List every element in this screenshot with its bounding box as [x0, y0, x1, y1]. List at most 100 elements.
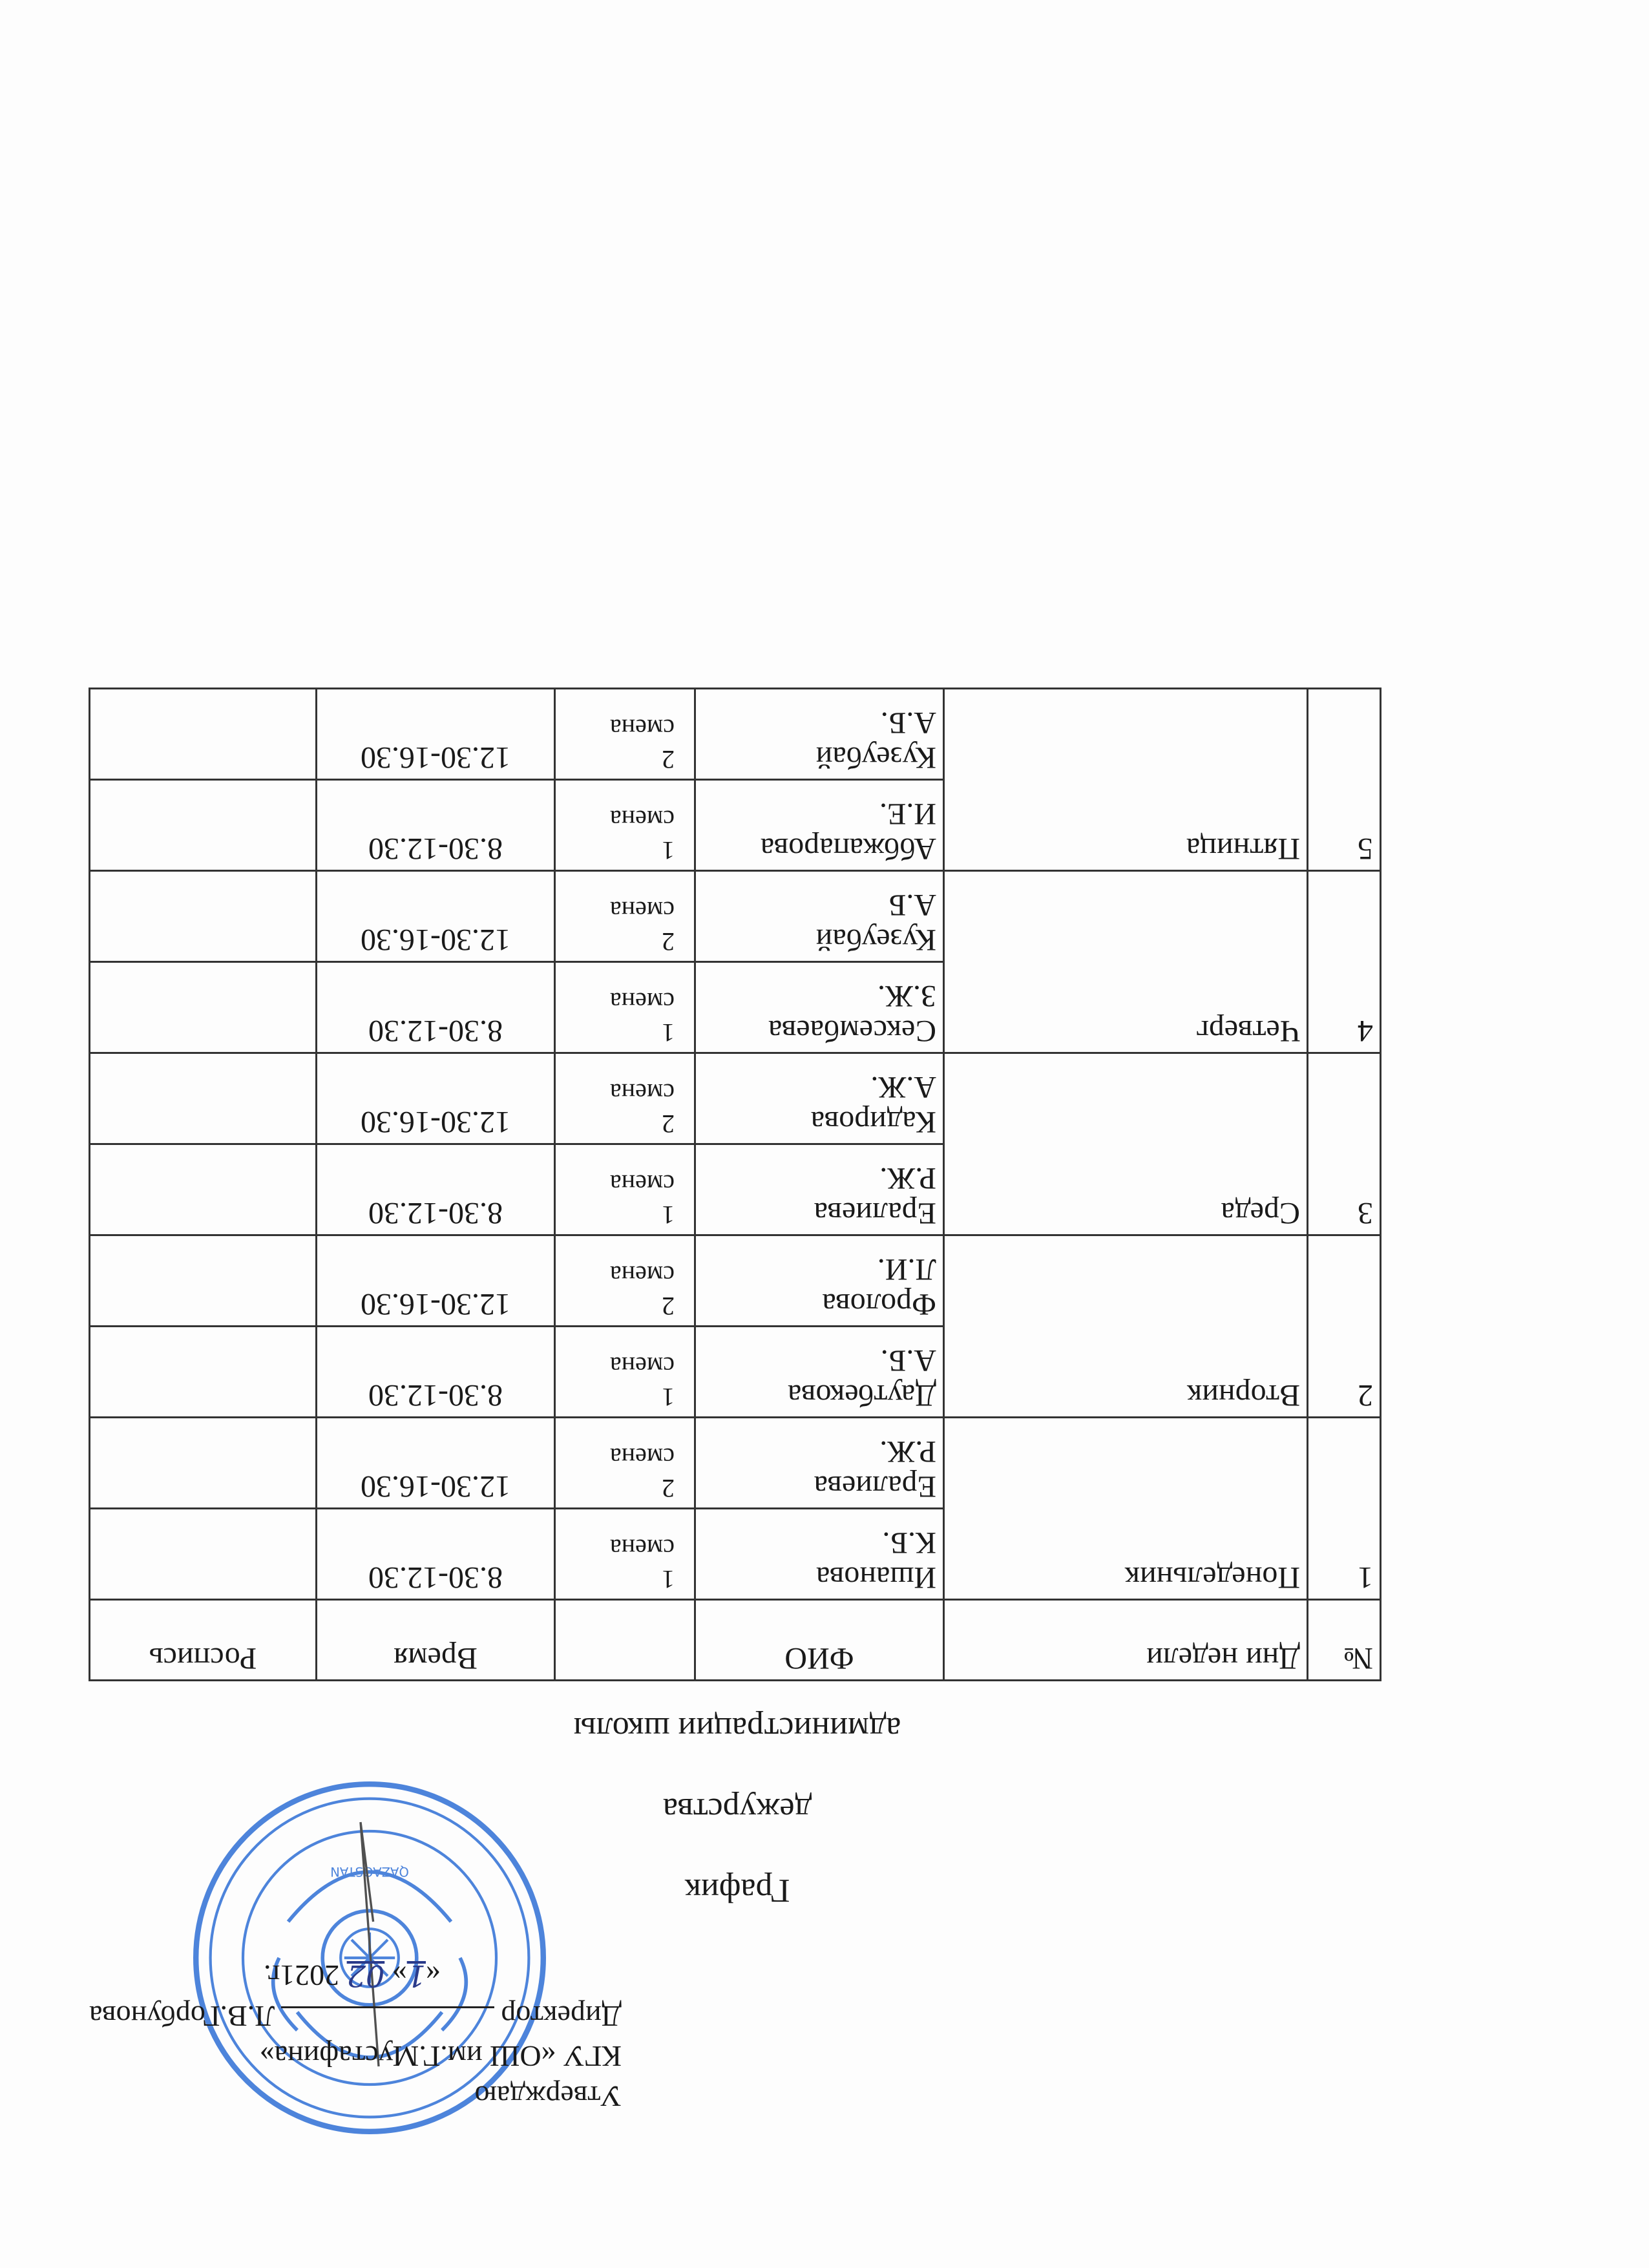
person-initials: А.Б.: [880, 1343, 936, 1378]
duty-signature[interactable]: [89, 1508, 317, 1600]
person-surname: Ералиева: [814, 1196, 936, 1230]
date-month: 02: [346, 1958, 385, 1993]
shift-number: 1: [662, 1383, 675, 1412]
shift-number: 1: [662, 1565, 675, 1594]
person-surname: Кузеубай: [815, 740, 936, 775]
header-time: Время: [316, 1599, 555, 1681]
duty-time: 12.30-16.30: [316, 870, 555, 962]
director-line: Директор Л.В.Горбунова: [89, 1996, 622, 2036]
shift-word: смена: [610, 1443, 675, 1472]
duty-signature[interactable]: [89, 1144, 317, 1235]
header-shift: [554, 1599, 695, 1681]
doc-title: График: [684, 1872, 790, 1909]
day-name: Вторник: [943, 1235, 1308, 1418]
person-surname: Аббжапарова: [760, 832, 936, 866]
duty-signature[interactable]: [89, 1326, 317, 1418]
shift-word: смена: [610, 896, 675, 925]
shift-word: смена: [610, 805, 675, 834]
header-day: Дни недели: [943, 1599, 1308, 1681]
header-name: ФИО: [695, 1599, 944, 1681]
day-number: 2: [1307, 1235, 1381, 1418]
approval-block: Утверждаю КГУ «ОШ им.Г.Мустафина» Директ…: [89, 1955, 622, 2116]
shift-number: 1: [662, 836, 675, 865]
day-name: Пятница: [943, 688, 1308, 871]
duty-signature[interactable]: [89, 961, 317, 1053]
date-day: 1: [406, 1958, 426, 1993]
date-quote-close: »: [392, 1959, 407, 1992]
table-header-row: № Дни недели ФИО Время Роспись: [89, 1599, 1381, 1681]
duty-time: 8.30-12.30: [316, 961, 555, 1053]
shift-word: смена: [610, 1534, 675, 1563]
svg-text:QAZAQSTAN: QAZAQSTAN: [330, 1864, 409, 1879]
day-name: Четверг: [943, 870, 1308, 1053]
person-initials: Л.И.: [877, 1252, 936, 1286]
person-initials: А.Б: [888, 888, 936, 922]
shift-number: 2: [662, 745, 675, 774]
shift-number: 1: [662, 1018, 675, 1047]
shift-number: 2: [662, 927, 675, 956]
shift-word: смена: [610, 1352, 675, 1381]
person-surname: Даутбекова: [788, 1378, 936, 1412]
doc-subtitle-2: администрации школы: [573, 1710, 901, 1747]
official-stamp-seal: QAZAQSTAN: [193, 1781, 546, 2134]
shift-word: смена: [610, 1078, 675, 1108]
director-name: Л.В.Горбунова: [89, 2000, 275, 2033]
shift-number: 2: [662, 1109, 675, 1139]
person-initials: Р.Ж.: [879, 1434, 936, 1469]
date-quote-open: «: [426, 1959, 441, 1992]
person-surname: Кузеубай: [815, 923, 936, 957]
approval-date: «1» 02 2021г.: [92, 1955, 622, 1996]
shift-number: 1: [662, 1201, 675, 1230]
header-num: №: [1307, 1599, 1381, 1681]
approve-label: Утверждаю: [474, 2080, 622, 2113]
day-number: 1: [1307, 1417, 1381, 1600]
person-initials: А.Ж.: [870, 1070, 936, 1104]
duty-time: 8.30-12.30: [316, 1508, 555, 1600]
duty-signature[interactable]: [89, 1417, 317, 1509]
day-number: 3: [1307, 1053, 1381, 1235]
person-surname: Ишанова: [816, 1560, 936, 1595]
director-label: Директор: [501, 2000, 622, 2033]
organization-name: КГУ «ОШ им.Г.Мустафина»: [259, 2040, 622, 2073]
shift-word: смена: [610, 1261, 675, 1290]
duty-signature[interactable]: [89, 779, 317, 871]
header-sign: Роспись: [89, 1599, 317, 1681]
person-initials: З.Ж.: [877, 979, 936, 1013]
duty-signature[interactable]: [89, 688, 317, 780]
person-initials: А.Б.: [880, 706, 936, 740]
day-number: 4: [1307, 870, 1381, 1053]
day-name: Среда: [943, 1053, 1308, 1235]
person-initials: Р.Ж.: [879, 1161, 936, 1195]
shift-word: смена: [610, 714, 675, 743]
day-name: Понедельник: [943, 1417, 1308, 1600]
shift-number: 2: [662, 1474, 675, 1503]
person-surname: Сексембаева: [768, 1014, 936, 1048]
duty-signature[interactable]: [89, 1235, 317, 1327]
duty-signature[interactable]: [89, 1053, 317, 1144]
duty-signature[interactable]: [89, 870, 317, 962]
doc-subtitle-1: дежурства: [662, 1791, 812, 1828]
person-surname: Ералиева: [814, 1469, 936, 1504]
